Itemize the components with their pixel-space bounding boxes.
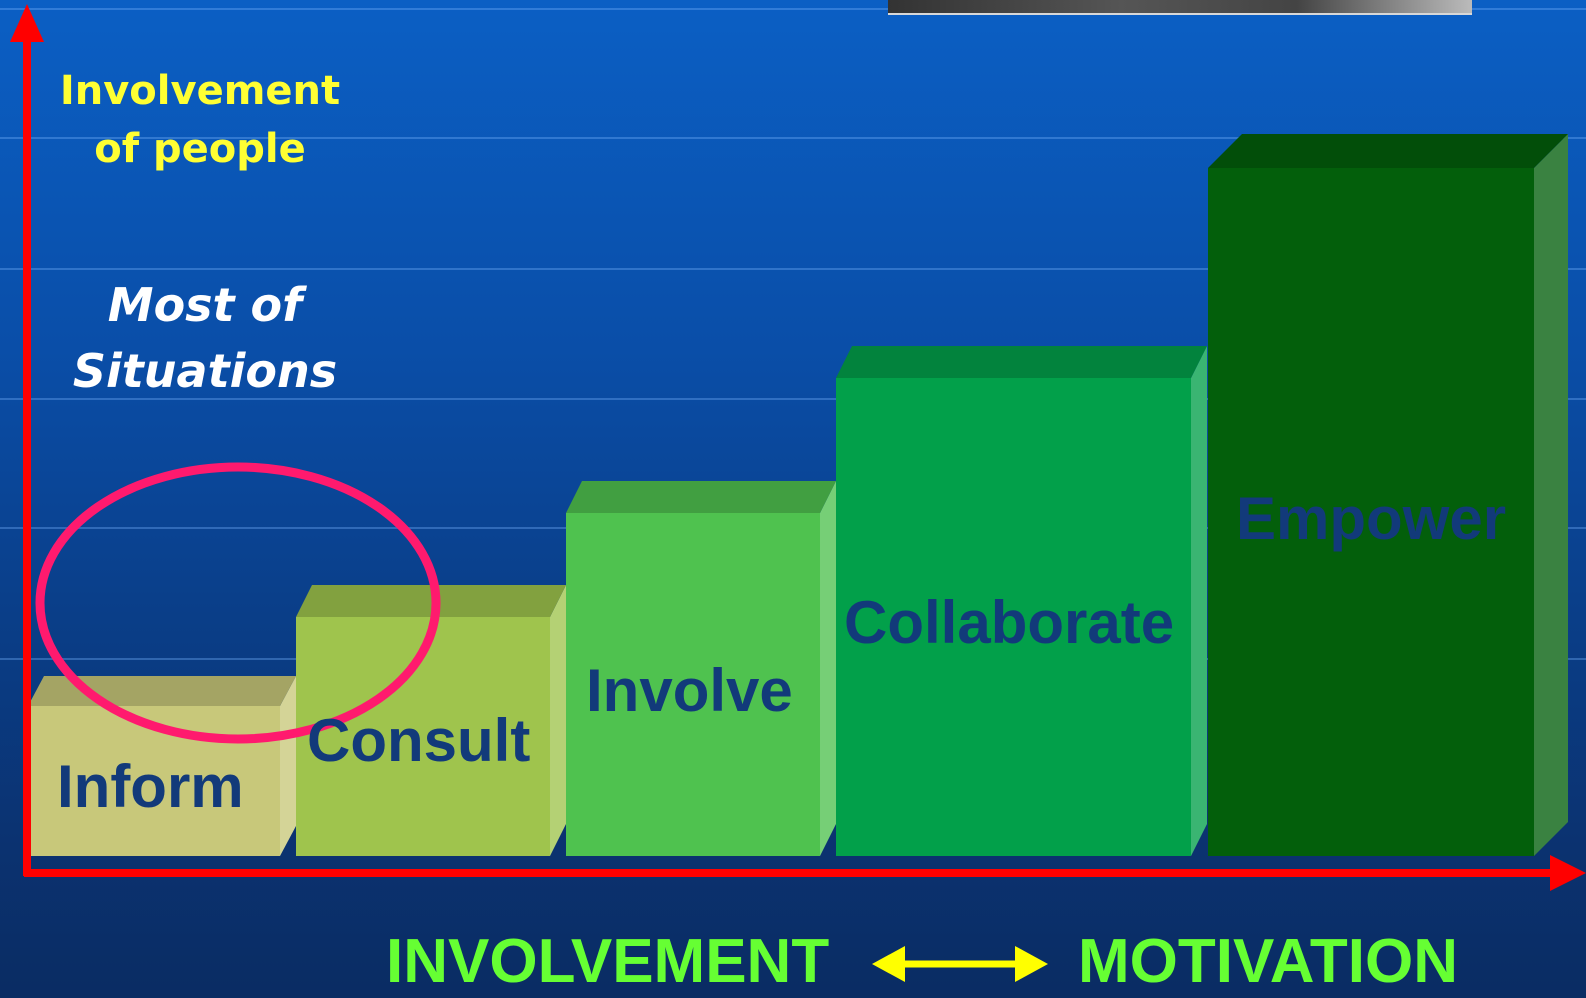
step-bar-involve [566,481,836,856]
y-axis-arrowhead [10,4,44,42]
step-label-consult: Consult [307,707,531,774]
step-label-inform: Inform [57,753,244,820]
motivation-label: MOTIVATION [1078,927,1458,996]
step-bar-collaborate [836,346,1207,856]
y-axis-label-line2: of people [94,126,306,172]
step-label-empower: Empower [1236,485,1507,552]
highlight-ellipse [35,462,441,744]
note-line2: Situations [72,344,338,398]
most-situations-note: Most of Situations [60,272,350,404]
y-axis-label: Involvement of people [55,62,345,178]
involvement-label: INVOLVEMENT [386,927,830,996]
x-axis-arrowhead [1550,855,1586,891]
photo-image-edge [888,0,1472,15]
note-line1: Most of [107,278,303,332]
y-axis-label-line1: Involvement [59,68,341,114]
step-label-involve: Involve [586,657,793,724]
bidirectional-arrow-icon [872,946,1048,982]
step-label-collaborate: Collaborate [844,589,1175,656]
step-bar-consult [296,585,566,856]
step-bar-empower [1208,134,1568,856]
